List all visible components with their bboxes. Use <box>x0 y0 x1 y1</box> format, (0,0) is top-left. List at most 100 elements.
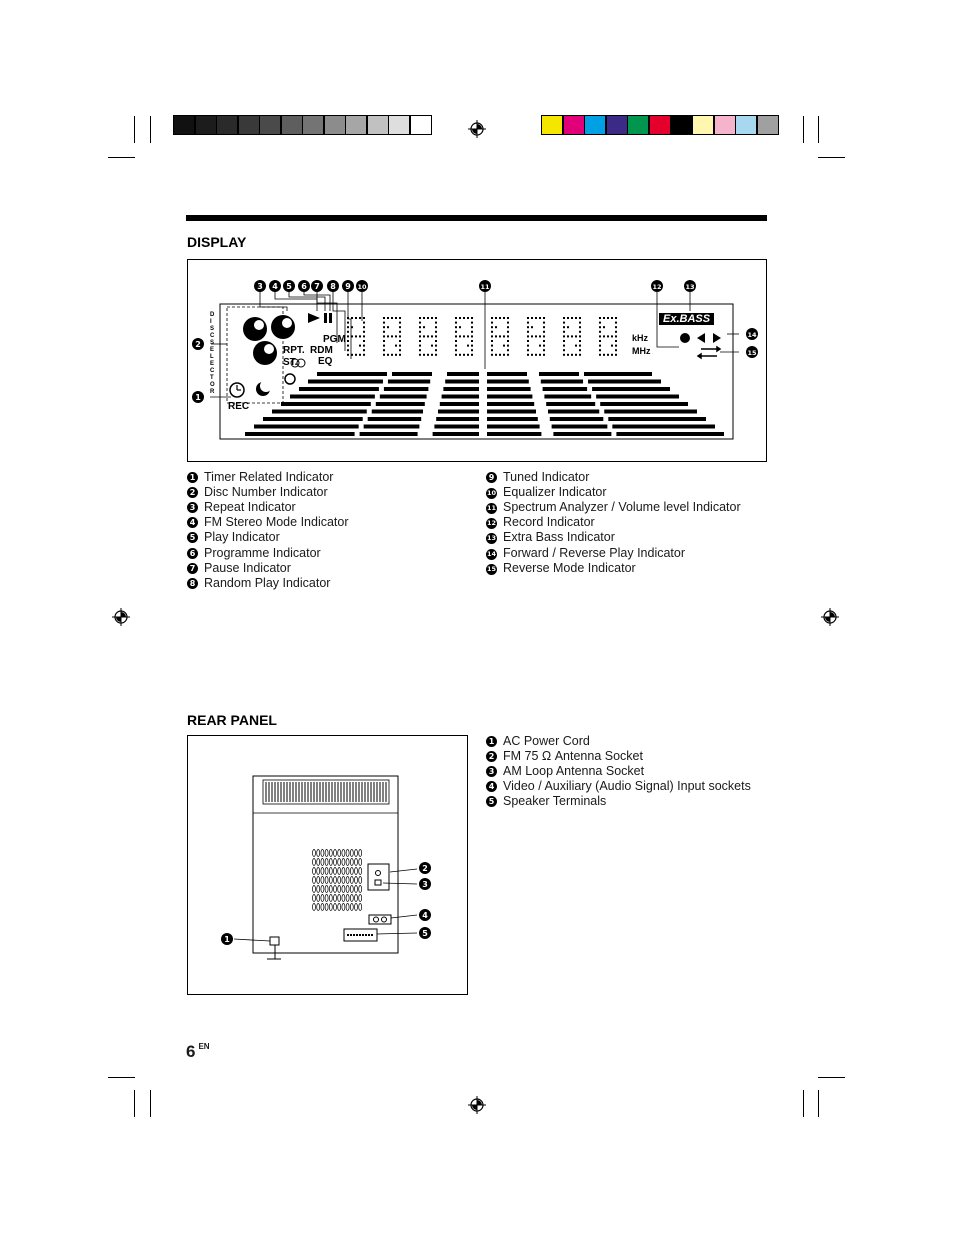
spectrum-bar-segment <box>546 402 596 406</box>
legend-number: 7 <box>187 562 198 574</box>
spectrum-bar-segment <box>588 379 661 384</box>
svg-text:7: 7 <box>314 282 320 291</box>
reverse-play-icon <box>697 333 705 343</box>
spectrum-bar-segment <box>272 409 367 414</box>
record-label: REC <box>228 401 250 412</box>
legend-text: Video / Auxiliary (Audio Signal) Input s… <box>503 779 751 794</box>
spectrum-bar-segment <box>375 402 425 406</box>
legend-item: 4 Video / Auxiliary (Audio Signal) Input … <box>486 779 751 794</box>
legend-text: Programme Indicator <box>204 545 321 560</box>
legend-number: 1 <box>187 472 198 483</box>
legend-text: Record Indicator <box>503 515 595 530</box>
legend-text: Disc Number Indicator <box>204 485 328 500</box>
legend-item: 5 Play Indicator <box>187 530 280 545</box>
legend-text: Random Play Indicator <box>204 575 331 590</box>
gray-swatch <box>323 115 346 135</box>
gray-swatch <box>388 115 410 135</box>
svg-text:11: 11 <box>480 283 490 291</box>
legend-number: 4 <box>486 781 497 793</box>
svg-text:6: 6 <box>301 282 307 291</box>
dot-matrix-character <box>383 317 401 356</box>
disc-2-icon <box>271 315 295 339</box>
legend-number: 5 <box>187 532 198 544</box>
color-swatch <box>541 115 563 135</box>
spectrum-bar-segment <box>363 424 420 429</box>
legend-text: AC Power Cord <box>503 734 590 748</box>
svg-text:13: 13 <box>685 283 694 291</box>
forward-play-icon <box>713 333 721 343</box>
legend-number: 2 <box>187 487 198 499</box>
legend-text: Reverse Mode Indicator <box>503 560 636 575</box>
record-indicator-icon <box>680 333 690 343</box>
legend-number: 3 <box>486 766 497 778</box>
registration-mark-left <box>112 608 130 626</box>
spectrum-bar-segment <box>487 387 531 391</box>
random-label: RDM <box>310 345 333 356</box>
antenna-socket-panel <box>367 863 390 891</box>
svg-text:2: 2 <box>422 864 428 873</box>
legend-text: Equalizer Indicator <box>503 485 607 500</box>
color-swatch <box>757 115 779 135</box>
spectrum-bar-segment <box>290 394 375 399</box>
legend-text: Play Indicator <box>204 530 280 545</box>
play-icon <box>308 313 320 323</box>
legend-number: 5 <box>486 796 497 808</box>
spectrum-bar-segment <box>487 394 533 399</box>
legend-number: 15 <box>486 563 497 575</box>
color-swatch <box>692 115 715 135</box>
spectrum-bar-segment <box>487 432 542 436</box>
spectrum-bar-segment <box>608 417 706 421</box>
color-swatch <box>584 115 607 135</box>
legend-number: 2 <box>486 751 497 763</box>
legend-number: 6 <box>187 547 198 559</box>
spectrum-bar-segment <box>434 424 479 429</box>
spectrum-bar-segment <box>432 432 479 436</box>
gray-swatch <box>345 115 367 135</box>
dot-matrix-character <box>563 317 581 356</box>
spectrum-bar-segment <box>544 394 592 399</box>
section-rule <box>186 215 767 221</box>
registration-mark-right <box>821 608 839 626</box>
dot-matrix-character <box>599 317 617 356</box>
svg-text:4: 4 <box>272 282 278 291</box>
svg-text:8: 8 <box>330 282 336 291</box>
gray-swatch <box>194 115 217 135</box>
color-swatch <box>627 115 650 135</box>
programme-label: PGM <box>323 334 346 345</box>
legend-text: Extra Bass Indicator <box>503 530 615 545</box>
spectrum-bar-segment <box>487 402 535 406</box>
spectrum-bar-segment <box>371 409 423 414</box>
legend-text: AM Loop Antenna Socket <box>503 764 645 779</box>
svg-text:1: 1 <box>195 393 201 402</box>
spectrum-bar-segment <box>604 409 697 414</box>
spectrum-bar-segment <box>551 424 608 429</box>
legend-number: 13 <box>486 533 497 545</box>
spectrum-bar-segment <box>439 402 479 406</box>
legend-item: 6 Programme Indicator <box>187 546 321 561</box>
spectrum-bar-segment <box>584 372 652 376</box>
spectrum-bar-segment <box>612 424 715 429</box>
equalizer-label: EQ <box>318 356 333 367</box>
display-heading: DISPLAY <box>187 234 247 250</box>
svg-text:9: 9 <box>345 282 351 291</box>
registration-mark-top <box>468 120 486 138</box>
legend-number: 4 <box>187 517 198 529</box>
khz-label: kHz <box>632 333 649 343</box>
gray-swatch <box>237 115 260 135</box>
spectrum-bar-segment <box>542 387 588 391</box>
legend-number: 12 <box>486 518 497 530</box>
spectrum-bar-segment <box>553 432 612 436</box>
spectrum-bar-segment <box>441 394 479 399</box>
legend-item: 13 Extra Bass Indicator <box>486 530 615 545</box>
spectrum-bar-segment <box>281 402 371 406</box>
legend-item: 12 Record Indicator <box>486 515 595 530</box>
spectrum-bar-segment <box>299 387 379 391</box>
gray-swatch <box>302 115 324 135</box>
gray-swatch <box>259 115 281 135</box>
svg-text:10: 10 <box>357 283 367 291</box>
extra-bass-label: Ex.BASS <box>659 313 715 325</box>
